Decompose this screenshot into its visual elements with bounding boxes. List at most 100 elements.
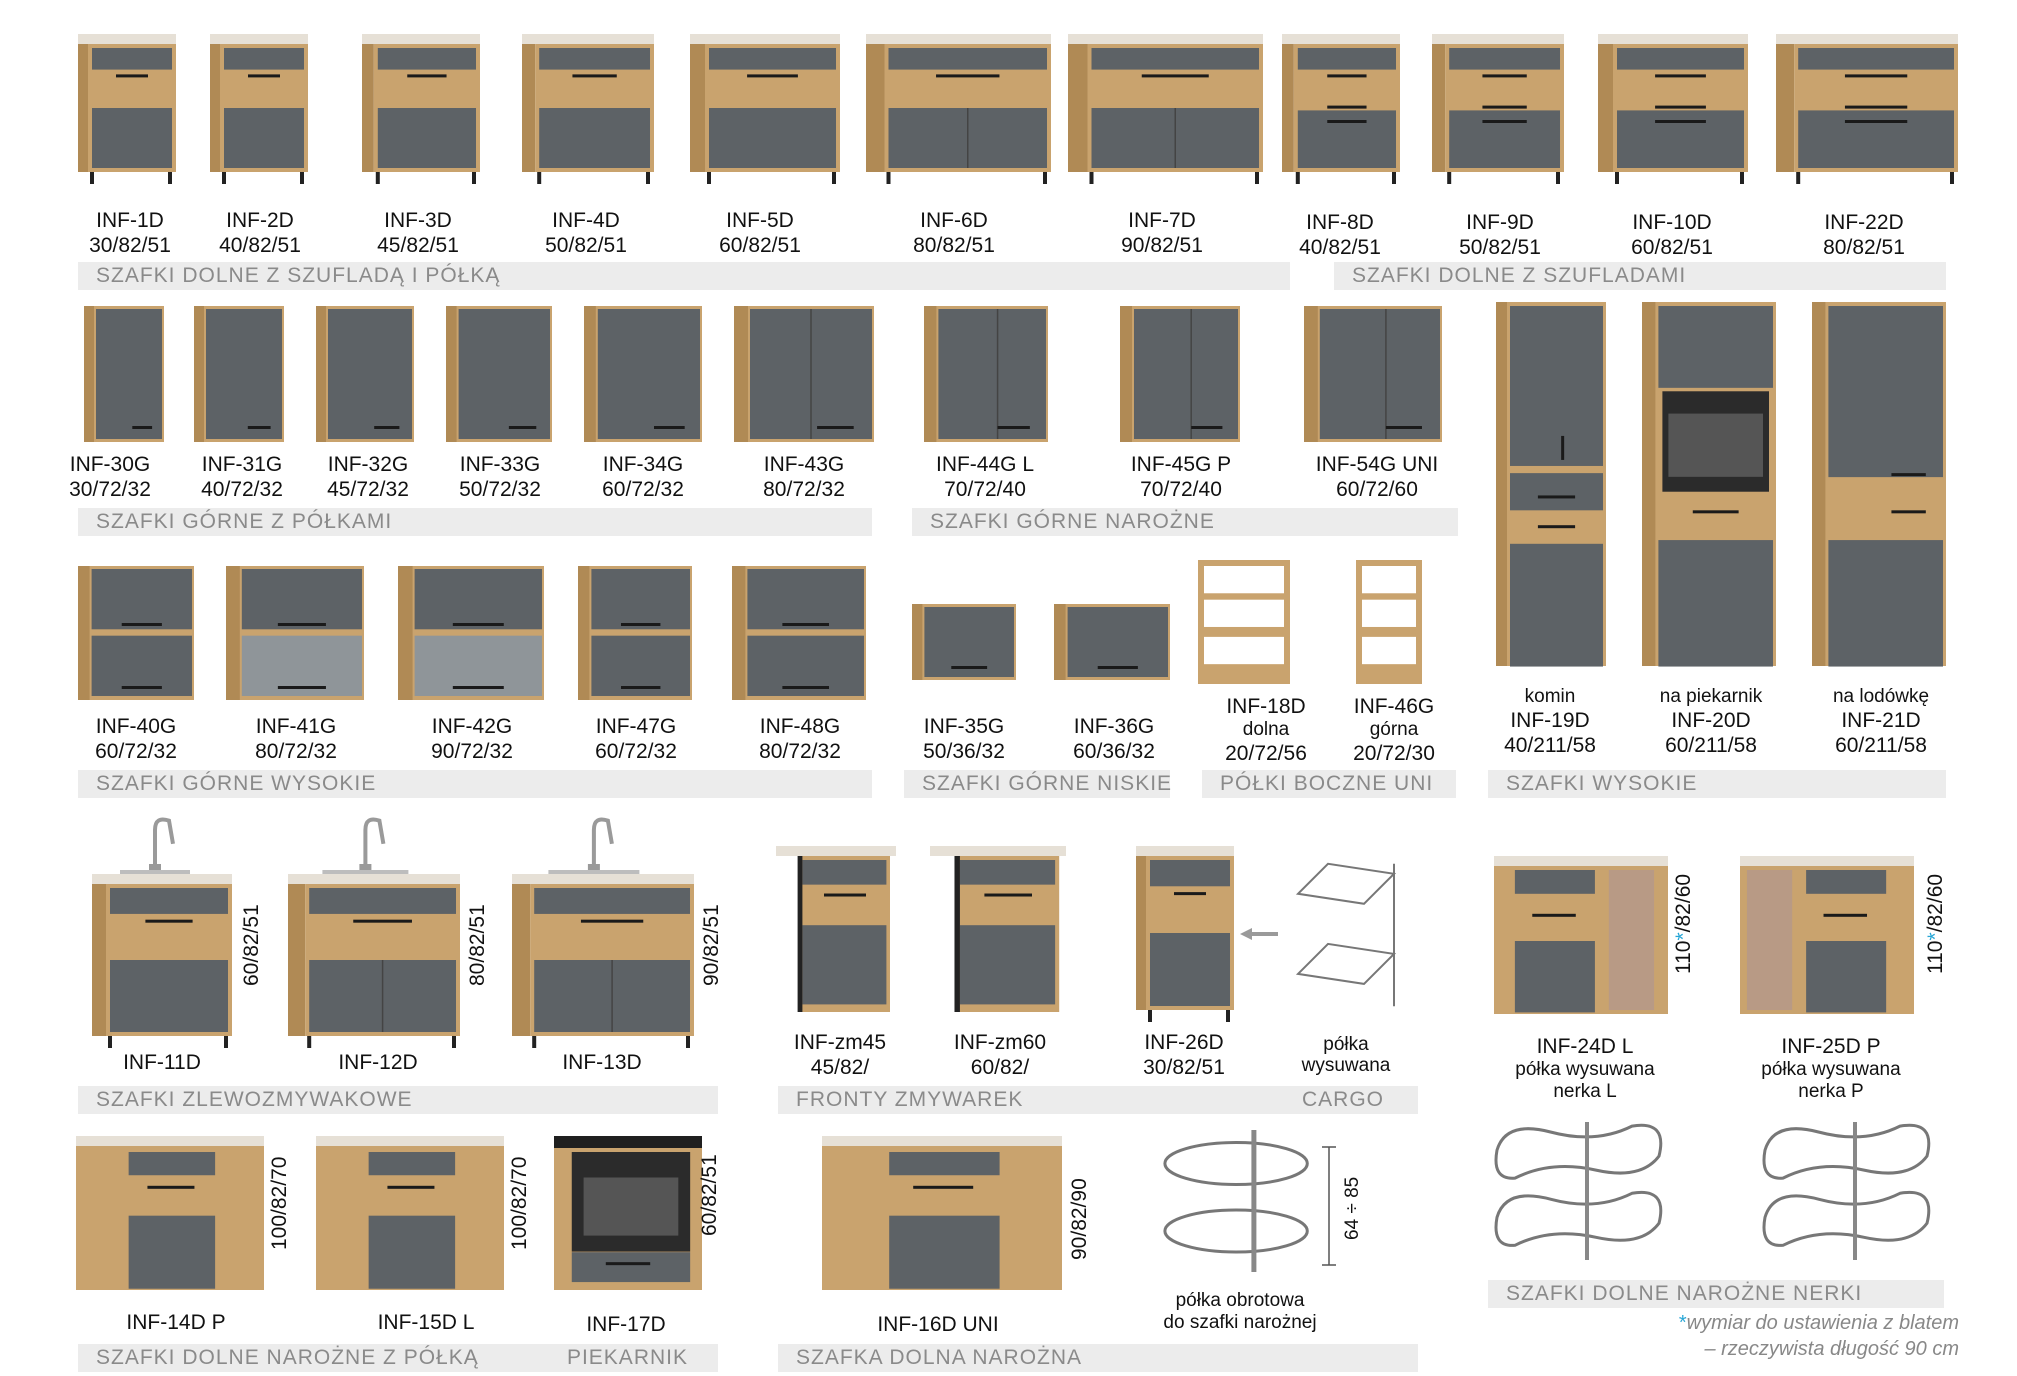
product-label: INF-17D bbox=[586, 1313, 666, 1336]
product-label: INF-12D bbox=[338, 1051, 418, 1074]
section-bar: SZAFKI DOLNE Z SZUFLADĄ I PÓŁKĄ bbox=[78, 262, 1290, 290]
cabinet-image bbox=[78, 566, 194, 700]
cabinet-image bbox=[1598, 34, 1748, 184]
arrow-left-icon bbox=[1240, 928, 1278, 940]
dimension-label: 60/82/51 bbox=[698, 1154, 721, 1236]
side-shelf-image bbox=[1356, 560, 1422, 684]
section-bar: SZAFKI DOLNE NAROŻNE NERKI bbox=[1488, 1280, 1944, 1308]
cabinet-image bbox=[1812, 302, 1946, 667]
cargo-basket-image bbox=[1295, 862, 1397, 1007]
kidney-shelf-image bbox=[1762, 1122, 1931, 1260]
section-bar: SZAFKI GÓRNE NISKIE bbox=[904, 770, 1171, 798]
cabinet-image bbox=[1120, 306, 1240, 442]
section-bar: SZAFKI GÓRNE WYSOKIE bbox=[78, 770, 872, 798]
dimension-label: 90/82/51 bbox=[700, 904, 723, 986]
sink-cabinet-image bbox=[92, 817, 232, 1048]
section-bar: SZAFKI GÓRNE Z PÓŁKAMI bbox=[78, 508, 872, 536]
cabinet-image bbox=[226, 566, 364, 700]
sink-cabinet-image bbox=[288, 817, 460, 1048]
corner-cabinet-image bbox=[76, 1136, 264, 1290]
side-shelf-image bbox=[1198, 560, 1290, 684]
kidney-cabinet-image bbox=[1494, 856, 1668, 1014]
oven-bar-label: PIEKARNIK bbox=[566, 1346, 688, 1369]
cabinet-image bbox=[912, 604, 1016, 680]
dimension-label: 64 ÷ 85 bbox=[1342, 1176, 1363, 1240]
cabinet-image bbox=[1282, 34, 1400, 184]
cabinet-image bbox=[578, 566, 692, 700]
cargo-label: półka wysuwana bbox=[1301, 1034, 1391, 1076]
cabinet-image bbox=[398, 566, 544, 700]
cabinet-image bbox=[584, 306, 702, 442]
section-bar: PÓŁKI BOCZNE UNI bbox=[1202, 770, 1456, 798]
dimension-label: 110*/82/60 bbox=[1924, 873, 1947, 974]
footnote: *wymiar do ustawienia z blatem – rzeczyw… bbox=[1678, 1312, 1959, 1360]
section-bar: SZAFKI GÓRNE NAROŻNE bbox=[912, 508, 1458, 536]
cabinet-image bbox=[1304, 306, 1442, 442]
corner-cabinet-image bbox=[822, 1136, 1062, 1290]
dimension-label: 90/82/90 bbox=[1068, 1178, 1091, 1260]
cabinet-image bbox=[1642, 302, 1776, 667]
cabinet-image bbox=[690, 34, 840, 184]
product-label: INF-13D bbox=[562, 1051, 642, 1074]
section-bar: SZAFKI ZLEWOZMYWAKOWE bbox=[78, 1086, 718, 1114]
cabinet-image bbox=[78, 34, 176, 184]
product-label: INF-11D bbox=[123, 1051, 201, 1074]
height-bracket-icon bbox=[1322, 1146, 1336, 1266]
cabinet-image bbox=[924, 306, 1048, 442]
section-bar: SZAFKA DOLNA NAROŻNA bbox=[778, 1344, 1418, 1372]
cabinet-image bbox=[522, 34, 654, 184]
cabinet-image bbox=[316, 306, 414, 442]
cabinet-image bbox=[194, 306, 284, 442]
cabinet-image bbox=[1776, 34, 1958, 184]
cargo-bar-label: CARGO bbox=[1301, 1088, 1384, 1111]
cabinet-image bbox=[210, 34, 308, 184]
cabinet-image bbox=[866, 34, 1051, 184]
dimension-label: 60/82/51 bbox=[240, 904, 263, 986]
product-label: INF-15D L bbox=[377, 1311, 475, 1334]
kidney-cabinet-image bbox=[1740, 856, 1914, 1014]
cabinet-image bbox=[1054, 604, 1170, 680]
kidney-shelf-image bbox=[1494, 1122, 1663, 1260]
dimension-label: 110*/82/60 bbox=[1672, 873, 1695, 974]
cabinet-image bbox=[1136, 846, 1234, 1022]
corner-cabinet-image bbox=[316, 1136, 504, 1290]
cabinet-image bbox=[446, 306, 552, 442]
section-bar: SZAFKI DOLNE Z SZUFLADAMI bbox=[1334, 262, 1946, 290]
cabinet-image bbox=[734, 306, 874, 442]
